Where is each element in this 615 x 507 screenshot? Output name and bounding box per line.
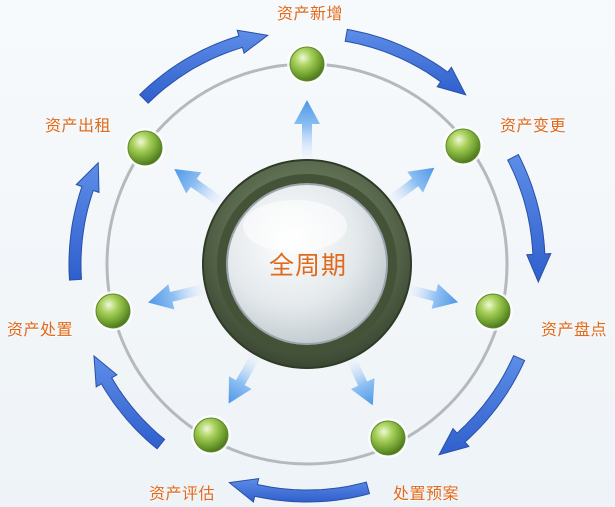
stage-node-icon-new bbox=[287, 44, 327, 84]
cycle-arrows bbox=[68, 28, 552, 503]
stage-label-warning: 处置预案 bbox=[392, 484, 460, 503]
stage-node-icon-dispose bbox=[93, 291, 133, 331]
stage-node-icon-inventory bbox=[473, 291, 513, 331]
cycle-arrow-icon-evaluate-to-dispose bbox=[93, 354, 166, 450]
hub-button-icon bbox=[202, 159, 412, 369]
radial-arrow-icon-new bbox=[294, 100, 320, 159]
stage-label-change: 资产变更 bbox=[499, 116, 567, 135]
cycle-arrow-icon-change-to-inventory bbox=[507, 153, 552, 284]
cycle-arrow-icon-new-to-change bbox=[344, 28, 467, 96]
stage-node-icon-evaluate bbox=[191, 415, 231, 455]
radial-arrow-icon-lease bbox=[174, 169, 225, 207]
stage-node-icon-warning bbox=[368, 418, 408, 458]
cycle-arrow-icon-inventory-to-warning bbox=[438, 354, 526, 456]
cycle-arrow-icon-lease-to-new bbox=[138, 29, 269, 104]
stage-label-dispose: 资产处置 bbox=[6, 320, 74, 339]
radial-arrow-icon-inventory bbox=[407, 283, 459, 309]
radial-arrow-icon-dispose bbox=[148, 283, 207, 310]
stage-label-lease: 资产出租 bbox=[44, 116, 112, 135]
radial-arrow-icon-change bbox=[387, 167, 435, 205]
stage-label-inventory: 资产盘点 bbox=[540, 320, 608, 339]
stage-nodes bbox=[93, 44, 513, 458]
radial-arrow-icon-evaluate bbox=[228, 353, 260, 404]
stage-node-icon-change bbox=[443, 126, 483, 166]
radial-arrow-icon-warning bbox=[346, 357, 375, 406]
cycle-arrow-icon-warning-to-evaluate bbox=[228, 478, 371, 503]
stage-label-evaluate: 资产评估 bbox=[148, 484, 216, 503]
stage-label-new: 资产新增 bbox=[276, 4, 344, 23]
radial-arrows bbox=[148, 100, 459, 406]
center-label: 全周期 bbox=[268, 251, 348, 280]
stage-node-icon-lease bbox=[125, 128, 165, 168]
cycle-arrow-icon-dispose-to-lease bbox=[68, 161, 100, 281]
